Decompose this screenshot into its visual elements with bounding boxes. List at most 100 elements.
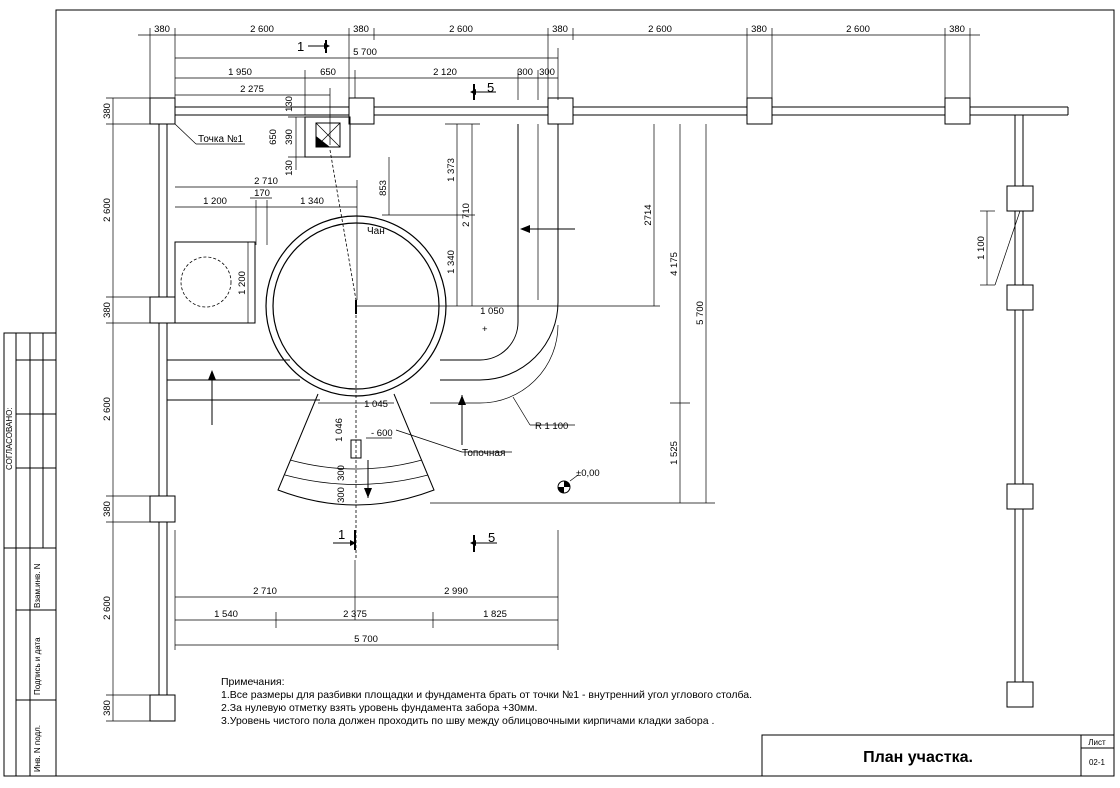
point-1-label: Точка №1 <box>198 134 244 145</box>
right-arrow <box>520 225 575 233</box>
tub: Чан <box>265 149 447 560</box>
section-1-top-label: 1 <box>297 39 304 54</box>
side-stamp: СОГЛАСОВАНО: Взам.инв. N Подпись и дата … <box>3 332 57 777</box>
dim-left-2: 380 <box>102 302 113 318</box>
section-1-top-marker: 1 <box>297 39 330 54</box>
dim-left-5: 2 600 <box>102 596 113 620</box>
dim-row2-3: 300 <box>517 67 533 78</box>
dim-5700-v: 5 700 <box>695 301 706 325</box>
dim-1045: 1 045 <box>364 399 388 410</box>
sheet-label: Лист <box>1088 738 1106 747</box>
dim-390: 390 <box>284 129 295 145</box>
dim-1340-v: 1 340 <box>446 250 457 274</box>
note-3: 3.Уровень чистого пола должен проходить … <box>221 715 714 727</box>
dim-left-1: 2 600 <box>102 198 113 222</box>
point-1-callout: Точка №1 <box>174 123 245 145</box>
dim-1200-v: 1 200 <box>237 271 248 295</box>
dim-170: 170 <box>254 188 270 199</box>
dim-top-5: 2 600 <box>648 24 672 35</box>
stamp-approved: СОГЛАСОВАНО: <box>5 407 14 470</box>
dim-left-0: 380 <box>102 103 113 119</box>
fence-post <box>1006 284 1034 311</box>
radius-label: R 1 100 <box>535 421 568 432</box>
dim-row2-1: 650 <box>320 67 336 78</box>
top-dimension-chain: 380 2 600 380 2 600 380 2 600 380 2 600 … <box>138 24 980 145</box>
dim-top-1: 2 600 <box>250 24 274 35</box>
stove-square: 1 200 <box>174 241 256 324</box>
dim-300a: 300 <box>336 465 347 481</box>
dim-300b: 300 <box>336 487 347 503</box>
zero-level-mark: ±0,00 <box>557 468 600 494</box>
dim-1100: 1 100 <box>976 236 987 260</box>
notes-heading: Примечания: <box>221 676 285 688</box>
dim-650: 650 <box>268 129 279 145</box>
plus-mark: + <box>482 324 488 335</box>
dim-bottom-row2-1: 2 375 <box>343 609 367 620</box>
fence-post <box>547 97 574 125</box>
pipe-channel: + R 1 100 <box>430 124 575 445</box>
dim-top-5700: 5 700 <box>353 47 377 58</box>
dim-top-8: 380 <box>949 24 965 35</box>
section-5-bottom-label: 5 <box>488 530 495 545</box>
bottom-dimension-chain: 2 710 2 990 1 540 2 375 1 825 5 700 <box>174 530 559 650</box>
notes: Примечания: 1.Все размеры для разбивки п… <box>221 676 752 727</box>
fence-post <box>149 694 176 722</box>
section-1-bottom-label: 1 <box>338 527 345 542</box>
dim-130a: 130 <box>284 96 295 112</box>
dim-2710-v: 2 710 <box>461 203 472 227</box>
fence-post <box>944 97 971 125</box>
fence <box>149 97 1069 722</box>
dim-130b: 130 <box>284 160 295 176</box>
drawing-title: План участка. <box>863 749 973 766</box>
fence-post <box>1006 483 1034 510</box>
tub-label: Чан <box>367 226 385 237</box>
note-1: 1.Все размеры для разбивки площадки и фу… <box>221 689 752 701</box>
dim-top-0: 380 <box>154 24 170 35</box>
sheet-frame <box>55 9 1115 777</box>
dim-4175: 4 175 <box>669 252 680 276</box>
dim-left-3: 2 600 <box>102 397 113 421</box>
left-dimension-chain: 380 2 600 380 2 600 380 2 600 380 <box>102 97 150 722</box>
dim-bottom-5700: 5 700 <box>354 634 378 645</box>
section-5-top-marker: 5 <box>470 80 496 100</box>
dim-853: 853 <box>378 180 389 196</box>
stamp-replaced-inv: Взам.инв. N <box>33 563 42 608</box>
firebox: 1 045 1 046 - 600 300 300 Топочная <box>277 393 512 506</box>
section-5-top-label: 5 <box>487 80 494 95</box>
right-fence-dim: 1 100 <box>976 210 1021 286</box>
dim-row2-4: 300 <box>539 67 555 78</box>
stamp-inv-no: Инв. N подл. <box>33 725 42 772</box>
interior-dims-right: 853 1 373 2 710 1 340 1 050 2714 4 175 5… <box>356 123 715 504</box>
depth-mark: - 600 <box>371 428 393 439</box>
dim-1340: 1 340 <box>300 196 324 207</box>
dim-1050: 1 050 <box>480 306 504 317</box>
section-5-bottom-marker: 5 <box>470 530 497 552</box>
left-channels <box>167 359 320 425</box>
fence-post <box>149 495 176 523</box>
dim-1525: 1 525 <box>669 441 680 465</box>
dim-top-4: 380 <box>552 24 568 35</box>
dim-2710-top: 2 710 <box>254 176 278 187</box>
dim-top-2: 380 <box>353 24 369 35</box>
fence-post <box>746 97 773 125</box>
dim-row2-2: 2 120 <box>433 67 457 78</box>
stamp-sign-date: Подпись и дата <box>33 637 42 695</box>
dim-1046: 1 046 <box>334 418 345 442</box>
dim-bottom-row1-1: 2 990 <box>444 586 468 597</box>
zero-mark-label: ±0,00 <box>576 468 600 479</box>
chimney-block: 650 390 130 130 <box>268 96 351 176</box>
firebox-label: Топочная <box>462 448 505 459</box>
dim-row3: 2 275 <box>240 84 264 95</box>
dim-1200: 1 200 <box>203 196 227 207</box>
sheet-number: 02-1 <box>1089 758 1106 767</box>
fence-post <box>348 97 375 125</box>
dim-left-6: 380 <box>102 700 113 716</box>
fence-post <box>149 97 176 125</box>
interior-dims-top-left: 2 710 170 1 200 1 340 <box>175 176 358 300</box>
dim-top-7: 2 600 <box>846 24 870 35</box>
dim-top-3: 2 600 <box>449 24 473 35</box>
fence-post <box>1006 681 1034 708</box>
dim-bottom-row1-0: 2 710 <box>253 586 277 597</box>
